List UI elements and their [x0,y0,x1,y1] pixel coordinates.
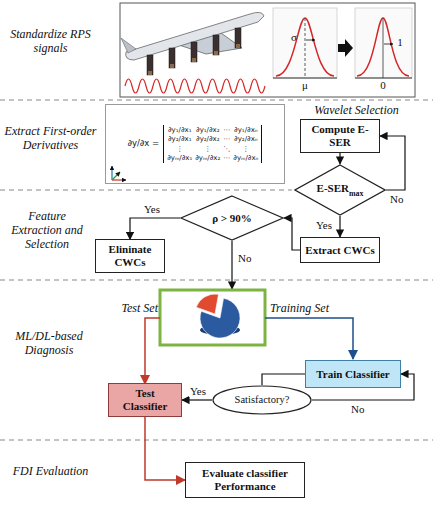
flow-connector [130,218,180,239]
flow-connector [262,374,305,385]
flow-connector [380,136,405,190]
axis-value: 0 [377,79,389,92]
dataset-split-box [160,290,265,345]
flow-connector [339,153,340,164]
node-label-group: Train Classifier [310,368,396,381]
dataset-pie [196,294,240,338]
flow-connector [182,399,212,400]
subscript-text: max [349,189,364,198]
process-box: Elininate CWCs [95,239,165,272]
train-classifier-box: Train Classifier [305,360,401,388]
matrix-entry: ∂yₘ/∂x₁ [167,154,192,162]
section-label: Extract First-order Derivatives [3,125,98,153]
process-box: Compute E-SER [300,119,380,152]
matrix-entry: ⋮ [167,145,192,153]
matrix-entry: ∂y₁/∂x₂ [195,126,220,134]
matrix-entry: ∂yₘ/∂xₙ [233,154,258,162]
ellipse-shape [213,386,311,414]
flow-connector [339,216,340,237]
diamond-shape [295,165,385,215]
branch-label: Yes [315,219,333,231]
node-text: Train Classifier [310,368,396,381]
matrix-entry: ⋯ [223,154,230,162]
jacobian-matrix-box: ∂y/∂x =∂y₁/∂x₁∂y₁/∂x₂⋯∂y₁/∂xₙ∂y₂/∂x₁∂y₂/… [105,104,285,184]
flow-line [231,241,232,289]
node-text: E-SER [317,182,349,194]
node-label-group: Extract CWCs [305,244,375,257]
decision-diamond: ρ > 90% [180,195,284,241]
node-label-group: Compute E-SER [305,123,375,148]
node-label-group: Evaluate classifier Performance [190,467,300,492]
node-text: Satisfactory? [235,394,290,406]
matrix-entry: ∂y₂/∂x₂ [195,135,220,143]
test-set-line [145,318,160,384]
node-label-group: ρ > 90% [212,212,252,225]
matrix-entry: ∂y₁/∂xₙ [233,126,258,134]
training-set-line [265,318,353,359]
axis-symbol: σ [288,31,300,44]
matrix-grid: ∂y₁/∂x₁∂y₁/∂x₂⋯∂y₁/∂xₙ∂y₂/∂x₁∂y₂/∂x₂⋯∂y₂… [163,125,262,162]
matrix-entry: ⋯ [223,135,230,143]
branch-label: Yes [189,385,207,397]
set-label: Training Set [270,302,350,316]
flow-connector [145,417,185,480]
matrix-entry: ∂yₘ/∂x₂ [195,154,220,162]
node-text: Compute E-SER [305,123,375,148]
node-label-group: Satisfactory? [235,394,290,406]
test-classifier-box: Test Classifier [108,383,182,416]
branch-label: No [350,403,365,415]
node-text: Elininate CWCs [100,243,160,268]
gaussian-plot [273,8,337,78]
branch-label: No [238,252,258,265]
process-box: Extract CWCs [300,237,380,263]
step-label: Wavelet Selection [298,104,415,118]
matrix-entry: ⋯ [223,126,230,134]
node-text: Evaluate classifier Performance [190,467,300,492]
axis-symbol: μ [299,79,311,92]
branch-label: No [389,193,404,205]
section-label: ML/DL-based Diagnosis [3,330,95,358]
node-label-group: E-SERmax [317,182,364,197]
set-label: Test Set [98,302,158,316]
node-label-group: ∂y/∂x =∂y₁/∂x₁∂y₁/∂x₂⋯∂y₁/∂xₙ∂y₂/∂x₁∂y₂/… [128,125,263,162]
node-label-group: Elininate CWCs [100,243,160,268]
matrix-entry: ∂y₂/∂x₁ [167,135,192,143]
matrix-entry: ∂y₁/∂x₁ [167,126,192,134]
check-ellipse: Satisfactory? [212,385,312,415]
matrix-lhs: ∂y/∂x = [128,139,160,149]
process-box: Evaluate classifier Performance [185,462,305,498]
section-label: FDI Evaluation [3,465,98,479]
standardized-gaussian-plot [355,8,412,78]
matrix-entry: ⋱ [223,145,230,153]
branch-label: Yes [143,203,161,215]
node-text: Test Classifier [113,387,177,412]
rps-signal-wave [125,79,265,93]
signal-panel [120,3,415,97]
matrix-entry: ⋮ [233,145,258,153]
section-separator [0,100,433,440]
section-label: Feature Extraction and Selection [3,210,91,251]
node-text: Extract CWCs [305,244,375,257]
transform-arrow [338,39,353,57]
matrix-entry: ⋮ [195,145,220,153]
axes-icon [112,166,126,180]
matrix-entry: ∂y₂/∂xₙ [233,135,258,143]
node-text: ρ > 90% [212,212,252,225]
diamond-shape [181,196,283,240]
node-label-group: Test Classifier [113,387,177,412]
aircraft-illustration [121,12,264,75]
flow-connector [284,218,300,250]
decision-diamond: E-SERmax [294,164,386,216]
section-label: Standardize RPS signals [3,28,98,56]
axis-value: 1 [394,36,406,49]
